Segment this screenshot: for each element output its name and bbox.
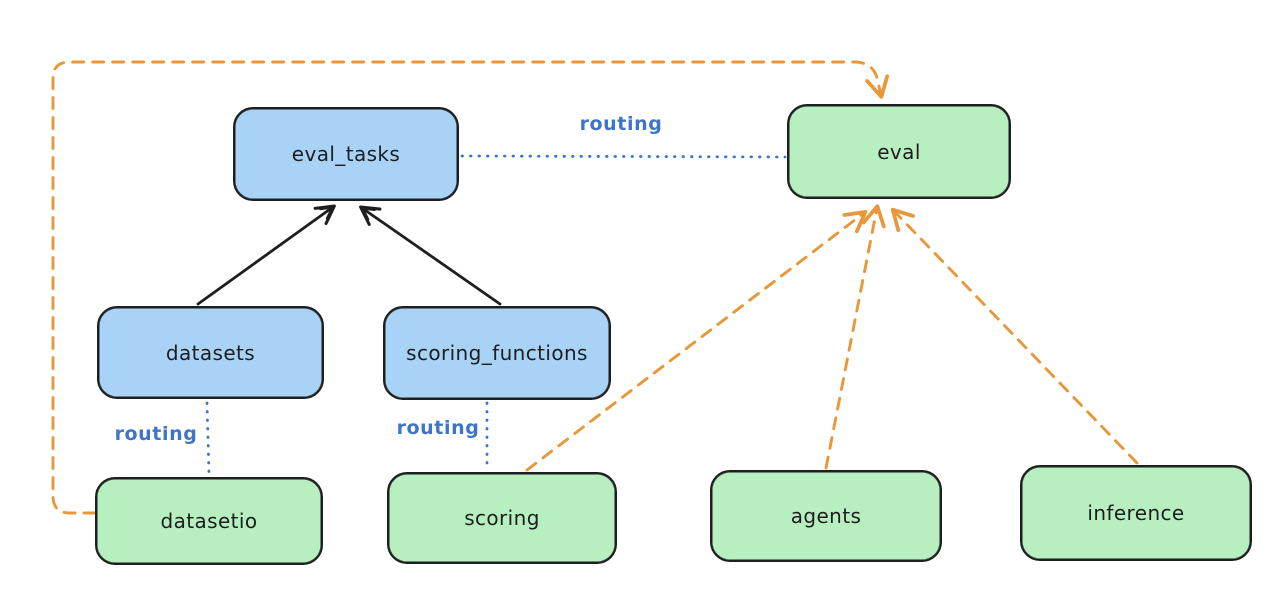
edge-datasetio-to-eval: [51, 60, 890, 515]
node-scoring-functions: scoring_functions: [383, 306, 611, 400]
node-datasets-label: datasets: [165, 340, 256, 365]
edge-eval-tasks-to-eval-routing: [460, 154, 787, 159]
node-scoring-label: scoring: [464, 506, 540, 530]
node-eval-tasks: eval_tasks: [233, 107, 459, 201]
node-scoring: scoring: [387, 472, 617, 564]
edge-datasets-to-datasetio-routing: [205, 401, 211, 476]
edge-scoring-functions-to-eval-tasks: [359, 205, 502, 306]
edge-inference-to-eval: [890, 207, 1139, 465]
node-inference: inference: [1020, 465, 1252, 561]
node-inference-label: inference: [1087, 501, 1185, 525]
node-eval-label: eval: [877, 139, 921, 164]
node-datasetio-label: datasetio: [160, 509, 258, 533]
edge-label-routing-scoring-functions-scoring: routing: [396, 417, 480, 439]
node-agents-label: agents: [790, 504, 862, 528]
edge-datasets-to-eval-tasks: [196, 204, 336, 306]
node-datasets: datasets: [97, 306, 324, 399]
node-agents: agents: [710, 470, 942, 562]
edge-agents-to-eval: [824, 204, 886, 470]
node-scoring-functions-label: scoring_functions: [406, 341, 588, 365]
edge-label-routing-eval-tasks-eval: routing: [579, 113, 663, 135]
node-datasetio: datasetio: [95, 477, 323, 565]
node-eval-tasks-label: eval_tasks: [291, 142, 401, 166]
edge-label-routing-datasets-datasetio: routing: [114, 423, 198, 445]
node-eval: eval: [787, 104, 1011, 199]
